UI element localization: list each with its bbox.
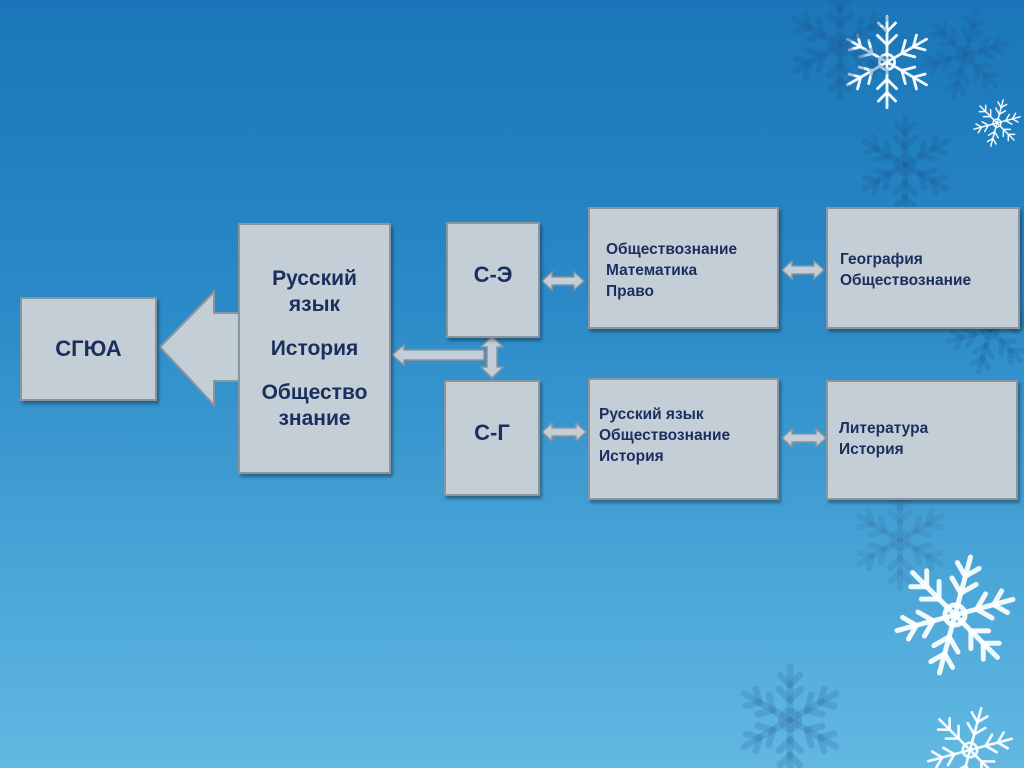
sg-subject-1: Русский язык [599, 406, 704, 423]
snowflake-icon [740, 663, 840, 768]
snowflake-icon [973, 99, 1021, 147]
exam-line-2: язык [288, 292, 341, 316]
snowflake-icon [790, 0, 890, 102]
node-sg: С-Г [444, 380, 540, 496]
exam-line-5: знание [278, 406, 351, 430]
arrow-se-extra [780, 259, 826, 281]
arrow-exams-junction [390, 343, 485, 367]
node-sg-subjects: Русский язык Обществознание История [588, 378, 779, 500]
sg-subject-2: Обществознание [599, 427, 731, 444]
node-se-label: С-Э [473, 262, 513, 287]
node-se-subjects: Обществознание Математика Право [588, 207, 779, 329]
snowflake-icon [855, 489, 945, 591]
arrow-se-subjects [540, 270, 586, 292]
exam-line-4: Общество [261, 380, 368, 404]
snowflake-icon [920, 10, 1010, 100]
node-sg-extra: Литература История [826, 380, 1018, 500]
node-se: С-Э [446, 222, 540, 338]
snowflake-icon [846, 14, 928, 110]
se-subject-2: Математика [606, 262, 698, 279]
sg-extra-2: История [839, 441, 904, 458]
node-sgua: СГЮА [20, 297, 157, 401]
snowflake-icon [926, 706, 1014, 768]
arrow-se-sg [479, 334, 505, 380]
se-extra-2: Обществознание [840, 272, 972, 289]
sg-subject-3: История [599, 448, 664, 465]
se-subject-1: Обществознание [606, 241, 738, 258]
se-extra-1: География [840, 251, 923, 268]
node-entrance-exams: Русский язык История Общество знание [238, 223, 391, 474]
snowflake-icon [894, 554, 1016, 676]
sg-extra-1: Литература [839, 420, 929, 437]
arrow-sg-subjects [540, 421, 588, 443]
node-sgua-label: СГЮА [55, 336, 122, 361]
snowflake-icon [860, 114, 950, 216]
se-subject-3: Право [606, 283, 655, 300]
arrow-sg-extra [780, 427, 828, 449]
exam-line-1: Русский [272, 266, 357, 290]
node-se-extra: География Обществознание [826, 207, 1020, 329]
exam-line-3: История [270, 336, 359, 360]
arrow-to-sgua [158, 289, 241, 408]
node-sg-label: С-Г [474, 420, 510, 445]
